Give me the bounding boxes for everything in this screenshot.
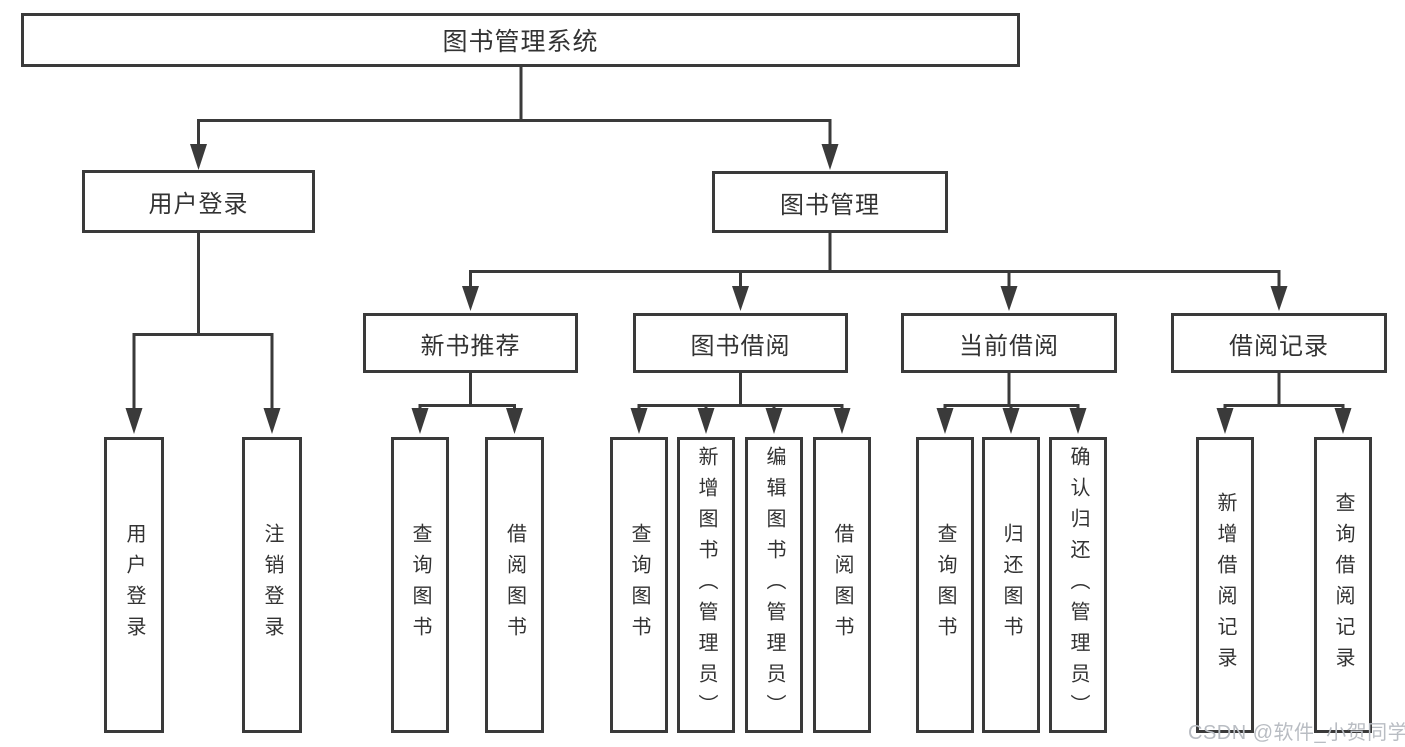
leaf-add-borrow-record: 新增借阅记录 [1196, 437, 1254, 733]
leaf-query-books-recommend: 查询图书 [391, 437, 449, 733]
node-borrow-records: 借阅记录 [1171, 313, 1387, 373]
leaf-add-book-admin-label: 新增图书（管理员） [695, 445, 717, 725]
leaf-query-books-current: 查询图书 [916, 437, 974, 733]
leaf-confirm-return-admin-label: 确认归还（管理员） [1067, 445, 1089, 725]
watermark: CSDN @软件_小贺同学 [1188, 722, 1405, 744]
leaf-query-borrow-record-label: 查询借阅记录 [1332, 492, 1354, 678]
leaf-logout-label: 注销登录 [261, 523, 283, 647]
node-root: 图书管理系统 [21, 13, 1020, 67]
leaf-edit-book-admin: 编辑图书（管理员） [745, 437, 803, 733]
leaf-borrow-books-2: 借阅图书 [813, 437, 871, 733]
leaf-query-borrow-record: 查询借阅记录 [1314, 437, 1372, 733]
leaf-add-book-admin: 新增图书（管理员） [677, 437, 735, 733]
leaf-borrow-books-recommend-label: 借阅图书 [503, 523, 526, 647]
node-user-login: 用户登录 [82, 170, 315, 233]
leaf-query-books-current-label: 查询图书 [934, 523, 956, 647]
leaf-query-books-borrow-label: 查询图书 [628, 523, 650, 647]
leaf-add-borrow-record-label: 新增借阅记录 [1214, 492, 1236, 678]
leaf-user-login-label: 用户登录 [123, 523, 145, 647]
leaf-borrow-books-2-label: 借阅图书 [831, 523, 853, 647]
leaf-borrow-books-recommend: 借阅图书 [485, 437, 544, 733]
leaf-query-books-recommend-label: 查询图书 [409, 523, 431, 647]
leaf-return-book: 归还图书 [982, 437, 1040, 733]
leaf-confirm-return-admin: 确认归还（管理员） [1049, 437, 1107, 733]
leaf-query-books-borrow: 查询图书 [610, 437, 668, 733]
leaf-return-book-label: 归还图书 [1000, 523, 1022, 647]
leaf-edit-book-admin-label: 编辑图书（管理员） [763, 445, 785, 725]
leaf-user-login: 用户登录 [104, 437, 164, 733]
node-book-management: 图书管理 [712, 171, 948, 233]
node-book-borrow: 图书借阅 [633, 313, 848, 373]
node-new-book-recommend: 新书推荐 [363, 313, 578, 373]
leaf-logout: 注销登录 [242, 437, 302, 733]
node-current-borrow: 当前借阅 [901, 313, 1117, 373]
